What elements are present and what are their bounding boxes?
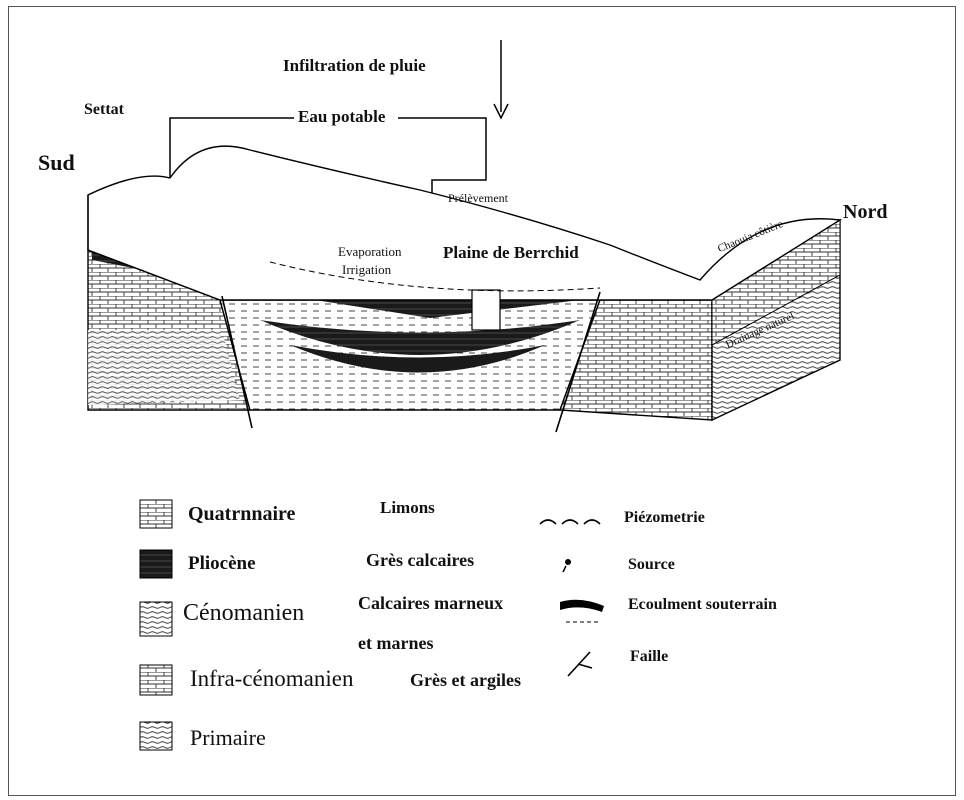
swatch-infra-cenomanien (140, 665, 172, 695)
legend-unit-cenomanien: Cénomanien (183, 600, 304, 627)
legend-unit-primaire: Primaire (190, 725, 266, 751)
plaine-label: Plaine de Berrchid (443, 243, 579, 263)
swatch-cenomanien (140, 602, 172, 636)
legend-lith-gres-argiles: Grès et argiles (410, 670, 521, 691)
sud-label: Sud (38, 150, 75, 176)
prelevement-label: Prélèvement (448, 191, 508, 206)
legend-unit-quaternaire: Quatrnnaire (188, 503, 295, 526)
swatch-primaire (140, 722, 172, 750)
legend-symbol-source: Source (628, 556, 675, 574)
source-icon (563, 559, 571, 572)
fault-icon (568, 652, 592, 676)
irrigation-label: Irrigation (342, 262, 391, 278)
legend-lith-et-marnes: et marnes (358, 633, 433, 654)
nord-label: Nord (843, 201, 887, 224)
eau-potable-label: Eau potable (298, 107, 385, 127)
terrain-surface (88, 146, 840, 300)
swatch-pliocene (140, 550, 172, 578)
legend-symbol-piezometrie: Piézometrie (624, 509, 705, 527)
primaire-layer (88, 330, 240, 405)
legend-unit-pliocene: Pliocène (188, 553, 256, 575)
legend-symbol-ecoulement: Ecoulment souterrain (628, 596, 777, 614)
well-structure (472, 290, 500, 330)
legend-symbol-faille: Faille (630, 648, 668, 666)
rain-infiltration-arrow (494, 40, 508, 118)
legend-lith-limons: Limons (380, 498, 435, 518)
swatch-quaternaire (140, 500, 172, 528)
infiltration-label: Infiltration de pluie (283, 56, 426, 76)
legend-unit-infra-cenomanien: Infra-cénomanien (190, 666, 353, 692)
flow-icon (560, 600, 604, 622)
legend-lith-calcaires-marneux: Calcaires marneux (358, 593, 503, 614)
evaporation-label: Evaporation (338, 244, 402, 260)
basin-fill (220, 300, 600, 410)
legend-lith-gres-calcaires: Grès calcaires (366, 550, 474, 571)
settat-label: Settat (84, 101, 124, 119)
dashed-wave-icon (540, 520, 600, 524)
